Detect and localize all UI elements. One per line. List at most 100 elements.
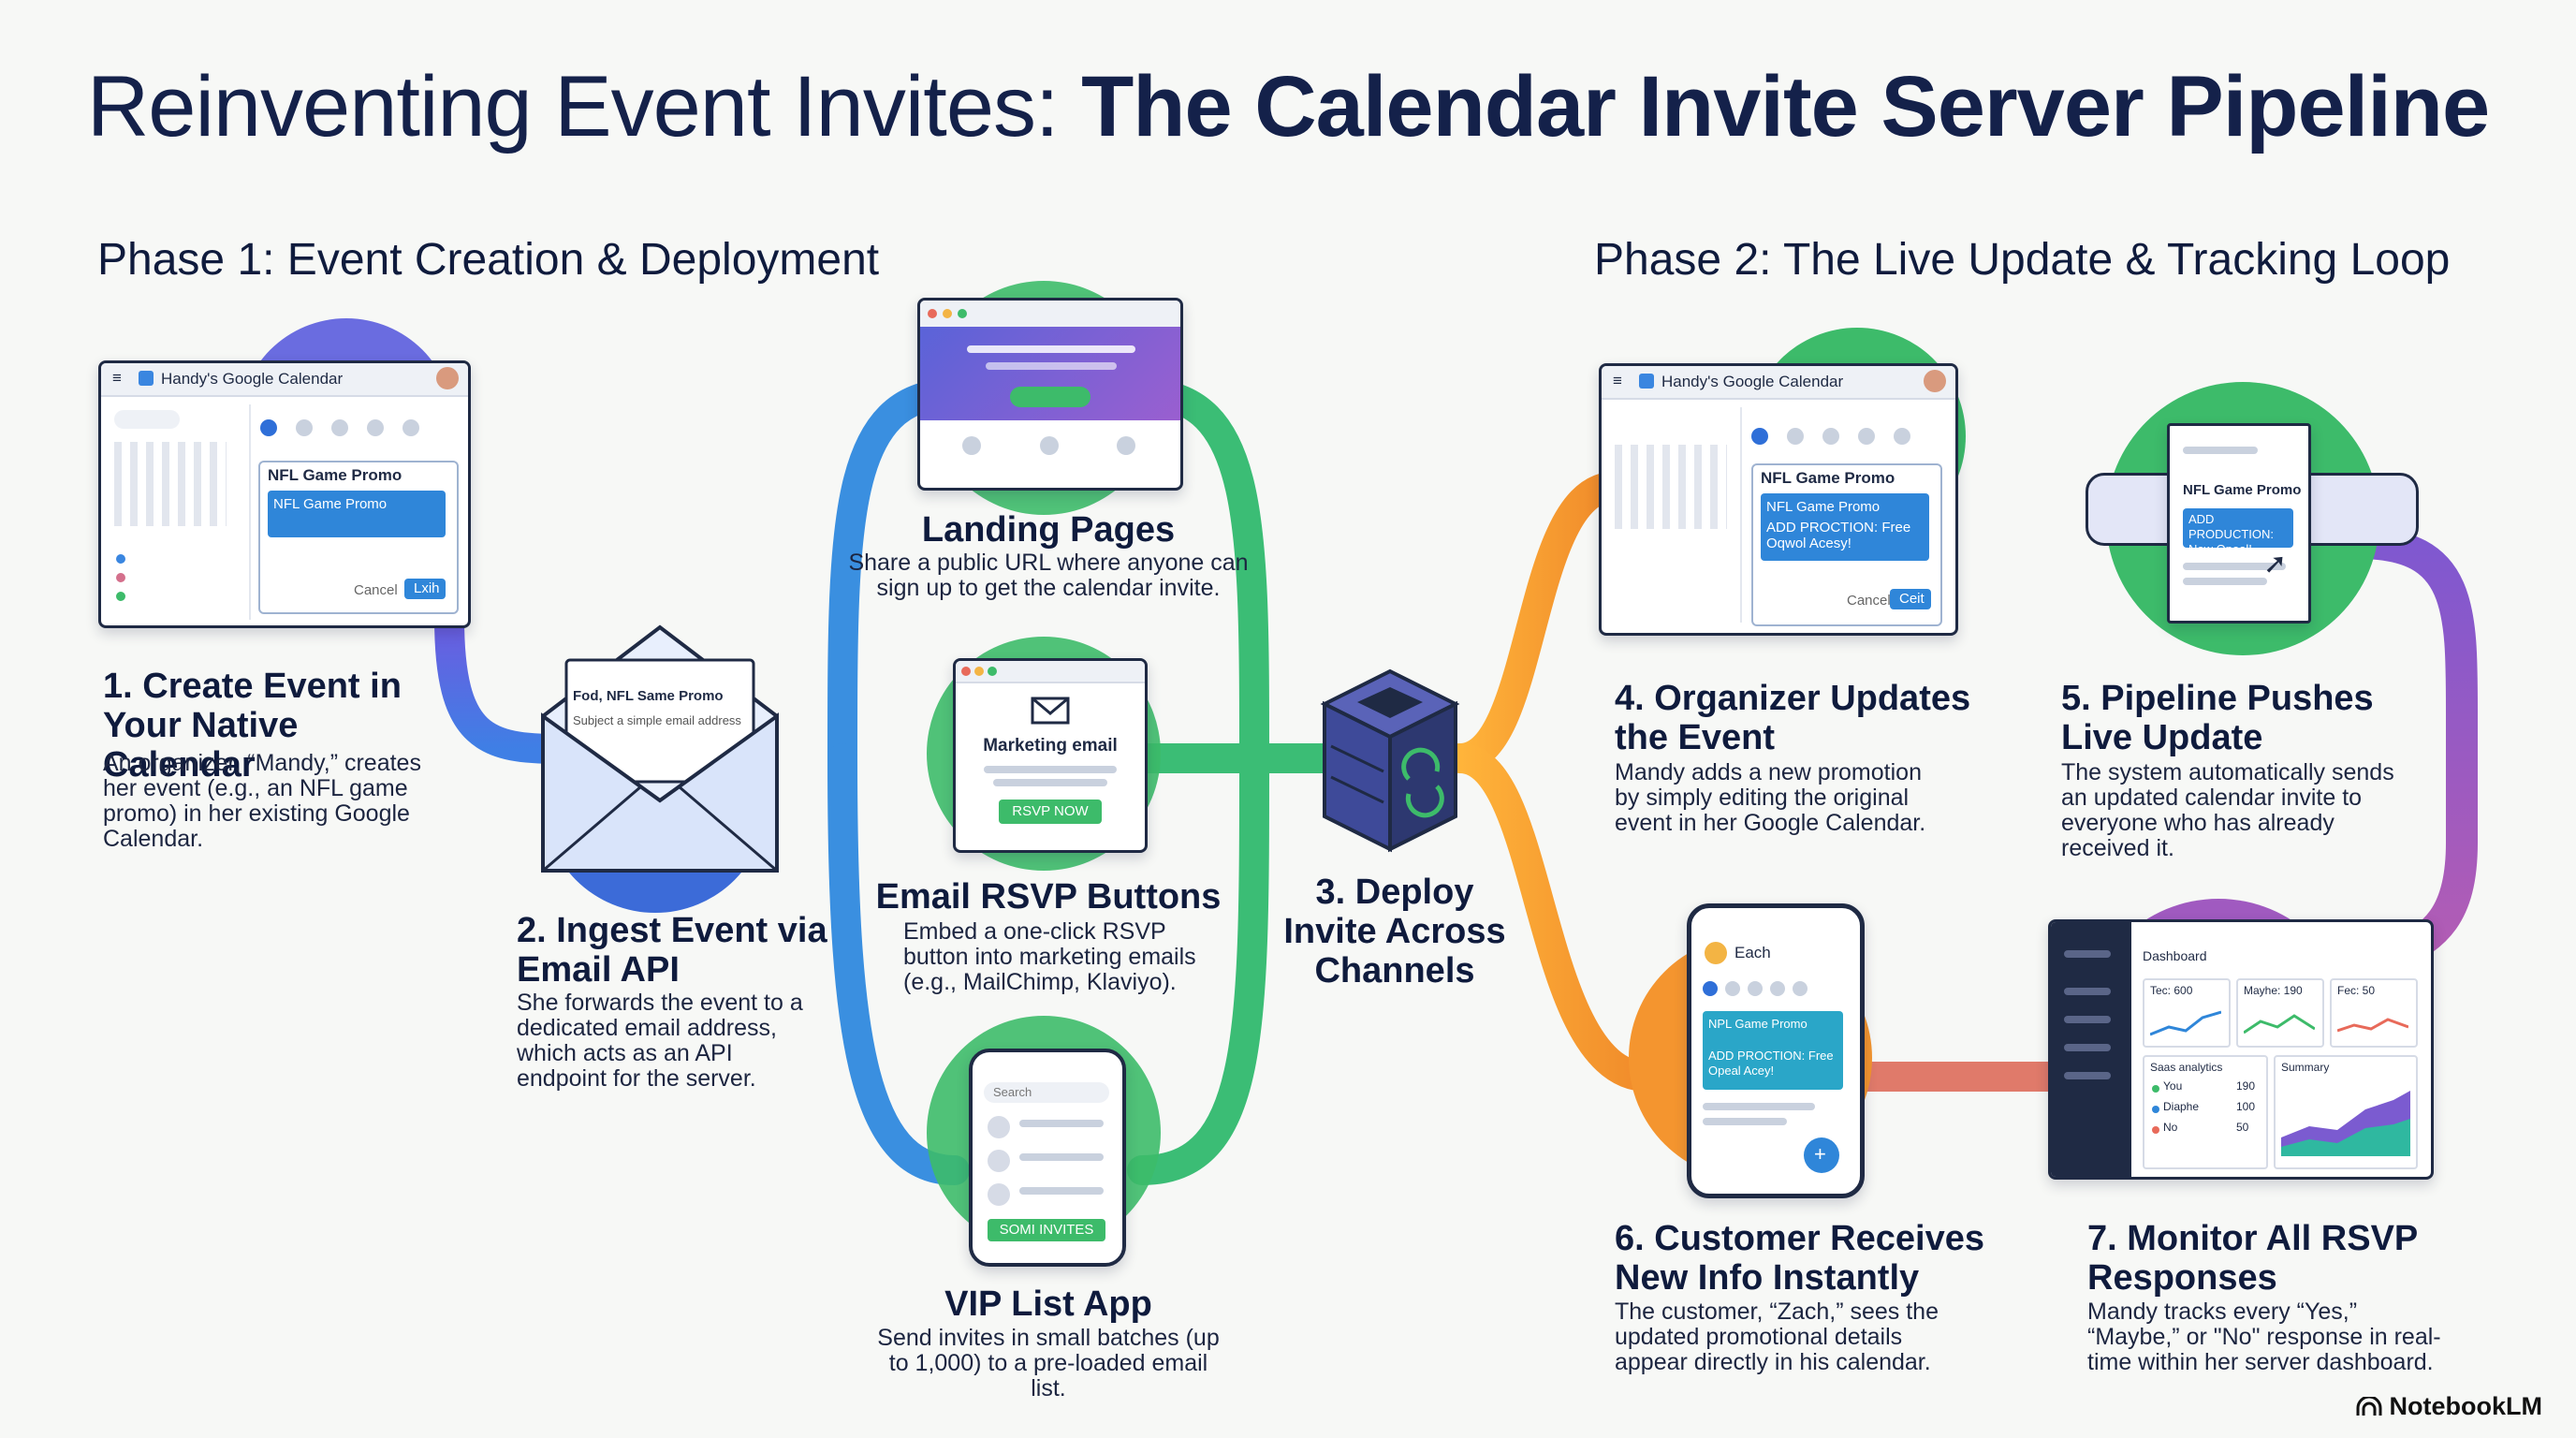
server-icon [1320, 668, 1460, 853]
doc-badge: ADD PRODUCTION: New Opeal! [2183, 508, 2293, 556]
calendar-logo-icon-2 [1639, 374, 1654, 389]
envelope-line: Subject a simple email address [573, 713, 741, 727]
doc-title: NFL Game Promo [2183, 482, 2302, 498]
page-title: Reinventing Event Invites: The Calendar … [0, 58, 2576, 156]
step2-title: 2. Ingest Event via Email API [517, 911, 827, 990]
landing-page-window [917, 298, 1183, 491]
notebooklm-logo-icon [2356, 1396, 2382, 1416]
phone-event-card[interactable]: NPL Game Promo ADD PROCTION: Free Opeal … [1703, 1011, 1843, 1090]
legend-dot-pink [116, 573, 125, 582]
stat-no-label: Fec: 50 [2337, 984, 2376, 997]
title-regular: Reinventing Event Invites: [86, 59, 1082, 154]
calendar2-toolbar: ≡ Handy's Google Calendar [1602, 366, 1955, 400]
legend-dot-green [116, 592, 125, 601]
send-invites-button[interactable]: SOMI INVITES [988, 1219, 1105, 1241]
landing-signup-button[interactable] [1010, 387, 1090, 407]
update-field-line2: ADD PROCTION: Free Oqwol Acesy! [1766, 520, 1911, 551]
step3-title: 3. Deploy Invite Across Channels [1283, 873, 1506, 990]
event-dialog-title: NFL Game Promo [268, 466, 402, 484]
cancel-button[interactable]: Cancel [354, 582, 398, 598]
save-button-label: Lxih [414, 580, 440, 596]
step6-desc: The customer, “Zach,” sees the updated p… [1615, 1299, 1939, 1375]
avatar [436, 367, 459, 389]
step5-title: 5. Pipeline Pushes Live Update [2061, 679, 2374, 757]
cursor-icon: ➚ [2263, 549, 2288, 580]
stat-yes-sparkline [2150, 1010, 2221, 1036]
step4-title: 4. Organizer Updates the Event [1615, 679, 1971, 757]
dashboard-sidebar [2051, 922, 2131, 1177]
phone-week [1703, 981, 1843, 996]
dashboard-title: Dashboard [2143, 948, 2207, 963]
update-field[interactable]: NFL Game Promo ADD PROCTION: Free Oqwol … [1761, 493, 1929, 561]
event-title-field[interactable]: NFL Game Promo [268, 491, 446, 537]
analytics-title: Saas analytics [2150, 1061, 2223, 1074]
doc-badge-text: ADD PRODUCTION: New Opeal! [2188, 512, 2274, 556]
plus-icon: + [1814, 1142, 1826, 1166]
row-yes-key: You [2163, 1079, 2183, 1093]
vip-phone: Search SOMI INVITES [969, 1049, 1126, 1267]
email-browser-bar [956, 661, 1145, 683]
step1-desc: An organizer, “Mandy,” creates her event… [103, 750, 421, 852]
customer-phone: Each NPL Game Promo ADD PROCTION: Free O… [1687, 903, 1865, 1198]
vip-desc: Send invites in small batches (up to 1,0… [877, 1325, 1220, 1401]
landing-browser-bar [920, 301, 1180, 329]
envelope-subject: Fod, NFL Same Promo [573, 688, 724, 704]
phone-card-line2: ADD PROCTION: Free Opeal Acey! [1708, 1049, 1834, 1078]
save-button[interactable]: Lxih [404, 579, 446, 599]
menu-icon: ≡ [112, 369, 122, 387]
vip-search-placeholder: Search [993, 1085, 1032, 1099]
stat-yes-label: Tec: 600 [2150, 984, 2193, 997]
row-no-value: 50 [2236, 1121, 2249, 1134]
avatar-2 [1924, 370, 1946, 392]
phone-avatar [1705, 942, 1727, 964]
stat-yes: Tec: 600 [2143, 978, 2231, 1048]
step4-desc: Mandy adds a new promotion by simply edi… [1615, 759, 1926, 836]
marketing-email-card: Marketing email RSVP NOW [953, 658, 1148, 853]
date-grid-2 [1615, 445, 1727, 529]
row-maybe-value: 100 [2236, 1100, 2256, 1113]
send-invites-label: SOMI INVITES [999, 1222, 1094, 1238]
stat-maybe-sparkline [2244, 1014, 2315, 1034]
update-field-line1: NFL Game Promo [1766, 499, 1881, 515]
row-maybe-key: Diaphe [2163, 1100, 2200, 1113]
event-title-value: NFL Game Promo [273, 496, 388, 512]
step6-title: 6. Customer Receives New Info Instantly [1615, 1219, 1984, 1298]
add-event-button[interactable]: + [1804, 1137, 1839, 1173]
landing-title: Landing Pages [921, 510, 1176, 550]
mini-calendar [109, 404, 251, 620]
title-bold: The Calendar Invite Server Pipeline [1081, 59, 2490, 154]
date-grid [114, 442, 227, 526]
calendar2-app-name: Handy's Google Calendar [1661, 373, 1844, 390]
dashboard-window: Dashboard Tec: 600 Mayhe: 190 Fec: 50 Sa… [2048, 919, 2434, 1180]
calendar-toolbar: ≡ Handy's Google Calendar [101, 363, 468, 397]
summary-area-chart [2281, 1091, 2410, 1156]
calendar-logo-icon [139, 371, 154, 386]
update-document: NFL Game Promo ADD PRODUCTION: New Opeal… [2167, 423, 2311, 624]
event-dialog: NFL Game Promo NFL Game Promo Cancel Lxi… [258, 461, 459, 614]
brand-name: NotebookLM [2389, 1392, 2542, 1420]
notebooklm-brand: NotebookLM [2356, 1392, 2542, 1421]
row-no-key: No [2163, 1121, 2178, 1134]
phase-2-heading: Phase 2: The Live Update & Tracking Loop [1594, 235, 2451, 285]
save-button-2[interactable]: Ceit [1890, 589, 1931, 609]
stat-no: Fec: 50 [2330, 978, 2418, 1048]
phase-1-heading: Phase 1: Event Creation & Deployment [97, 235, 880, 285]
stat-maybe-label: Mayhe: 190 [2244, 984, 2303, 997]
landing-desc: Share a public URL where anyone can sign… [848, 550, 1249, 601]
phone-card-line1: NPL Game Promo [1708, 1017, 1808, 1031]
summary-title: Summary [2281, 1061, 2330, 1074]
create-button[interactable] [114, 410, 180, 429]
rsvp-now-button[interactable]: RSVP NOW [999, 800, 1102, 824]
stat-no-sparkline [2337, 1018, 2408, 1033]
step1-title: 1. Create Event in Your Native Calendar [103, 667, 402, 785]
step2-desc: She forwards the event to a dedicated em… [517, 990, 803, 1092]
rsvp-now-label: RSVP NOW [1012, 803, 1089, 819]
step5-desc: The system automatically sends an update… [2061, 759, 2394, 861]
mail-icon [1031, 697, 1070, 725]
calendar-app-name: Handy's Google Calendar [161, 370, 344, 388]
step7-desc: Mandy tracks every “Yes,” “Maybe,” or "N… [2087, 1299, 2441, 1375]
vip-title: VIP List App [944, 1284, 1152, 1324]
vip-search-input[interactable]: Search [984, 1082, 1109, 1103]
cancel-button-2[interactable]: Cancel [1847, 593, 1891, 609]
